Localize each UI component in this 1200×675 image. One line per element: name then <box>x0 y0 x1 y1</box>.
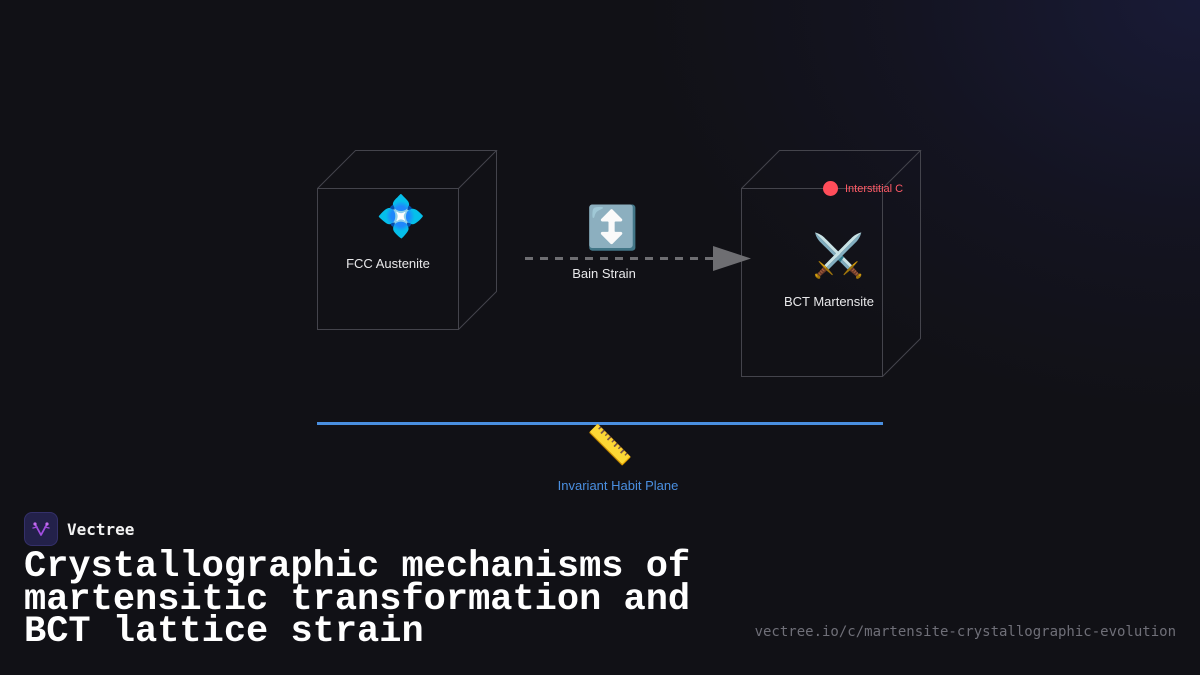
interstitial-carbon-marker: Interstitial C <box>823 181 903 196</box>
habit-plane-label: Invariant Habit Plane <box>557 478 679 493</box>
vectree-logo-icon <box>24 512 58 546</box>
bain-strain-label: Bain Strain <box>572 266 636 281</box>
interstitial-label: Interstitial C <box>845 182 904 195</box>
brand: Vectree <box>24 512 134 546</box>
crossed-swords-icon: ⚔️ <box>812 232 865 279</box>
source-url: vectree.io/c/martensite-crystallographic… <box>754 624 1176 640</box>
fcc-cube <box>317 150 498 330</box>
up-down-arrow-icon: ↕️ <box>586 204 639 251</box>
bain-strain-arrow <box>525 246 751 271</box>
fcc-austenite-label: FCC Austenite <box>346 256 430 271</box>
brand-name: Vectree <box>67 519 135 539</box>
carbon-atom-dot <box>823 181 838 196</box>
ruler-icon: 📏 <box>586 425 634 467</box>
bct-martensite-label: BCT Martensite <box>783 294 875 309</box>
blue-diamond-icon: 💠 <box>376 195 426 239</box>
bct-cube <box>741 150 922 377</box>
page-title: Crystallographic mechanisms of martensit… <box>24 546 691 653</box>
